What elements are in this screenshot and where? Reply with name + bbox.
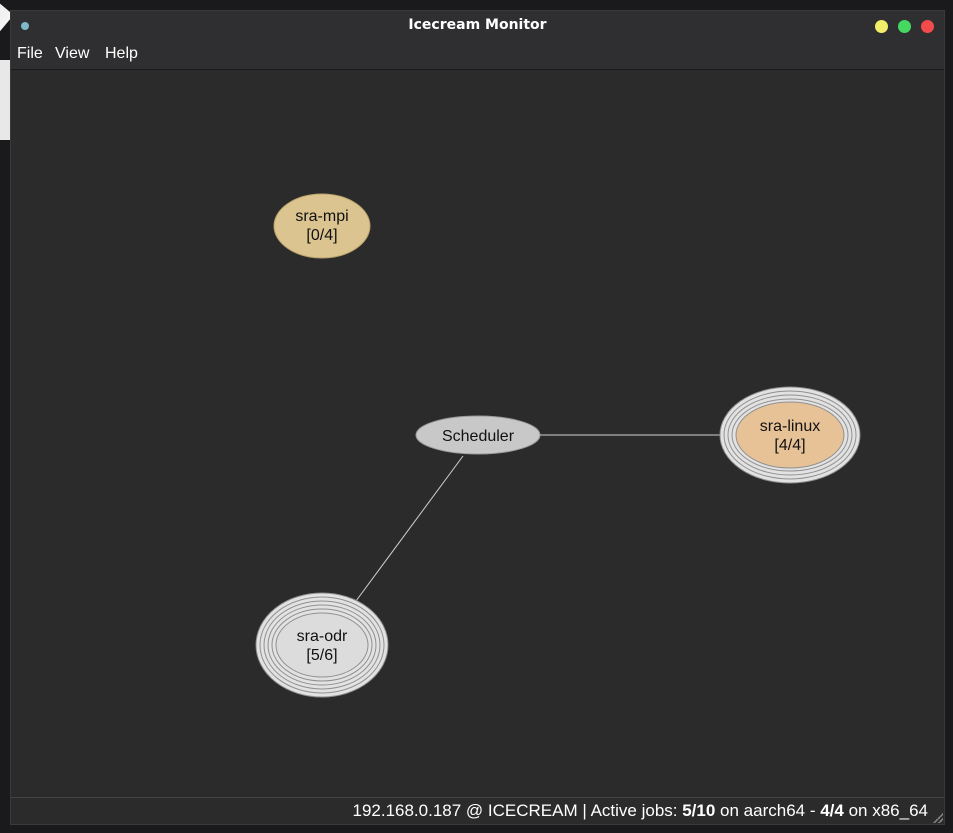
status-aarch64-jobs: 5/10 <box>682 801 716 820</box>
window-menu-icon[interactable] <box>21 22 29 30</box>
status-bar: 192.168.0.187 @ ICECREAM | Active jobs: … <box>11 797 944 824</box>
status-host: 192.168.0.187 @ ICECREAM <box>352 801 578 820</box>
network-graph: sra-mpi [0/4] Scheduler sra-linux [4/4] <box>255 193 861 698</box>
status-x86-label: on x86_64 <box>843 801 928 820</box>
network-graph-canvas[interactable]: sra-mpi [0/4] Scheduler sra-linux [4/4] <box>11 70 944 799</box>
menu-view[interactable]: View <box>55 45 90 62</box>
status-separator: | Active jobs: <box>577 801 683 820</box>
host-job-count: [0/4] <box>306 227 337 244</box>
host-node-sra-odr[interactable]: sra-odr [5/6] <box>255 592 389 698</box>
host-job-count: [4/4] <box>774 437 805 454</box>
status-aarch64-label: on aarch64 - <box>715 801 821 820</box>
host-job-count: [5/6] <box>306 647 337 664</box>
host-node-sra-linux[interactable]: sra-linux [4/4] <box>719 386 861 484</box>
desktop-wallpaper-decoration <box>0 60 10 140</box>
menu-file[interactable]: File <box>17 45 43 62</box>
scheduler-label: Scheduler <box>442 428 515 445</box>
app-window: Icecream Monitor File View Help sra-mpi … <box>10 10 945 825</box>
host-node-sra-mpi[interactable]: sra-mpi [0/4] <box>273 193 371 259</box>
edge-scheduler-sra-odr <box>355 455 464 602</box>
window-title: Icecream Monitor <box>408 17 547 33</box>
status-x86-jobs: 4/4 <box>820 801 844 820</box>
title-bar[interactable]: Icecream Monitor <box>11 11 944 42</box>
menu-bar: File View Help <box>11 42 944 70</box>
host-name: sra-odr <box>297 628 348 645</box>
scheduler-node[interactable]: Scheduler <box>415 415 541 455</box>
close-button[interactable] <box>921 20 934 33</box>
resize-grip[interactable] <box>933 813 943 823</box>
menu-help[interactable]: Help <box>105 45 138 62</box>
host-name: sra-linux <box>760 418 820 435</box>
host-name: sra-mpi <box>295 208 348 225</box>
status-text: 192.168.0.187 @ ICECREAM | Active jobs: … <box>352 801 928 821</box>
maximize-button[interactable] <box>898 20 911 33</box>
minimize-button[interactable] <box>875 20 888 33</box>
